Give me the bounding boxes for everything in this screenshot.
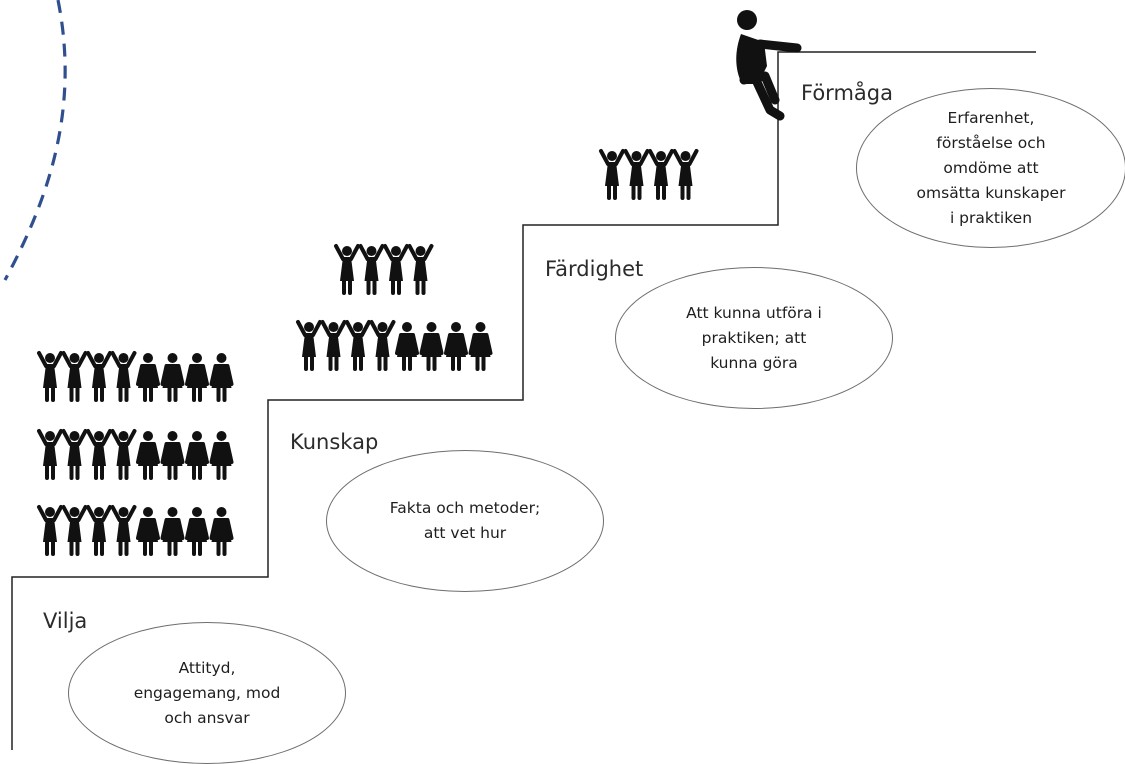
person-standing-icon	[160, 353, 185, 402]
person-raised-arms-icon	[648, 149, 674, 200]
person-raised-arms-icon	[61, 429, 88, 480]
person-standing-icon	[185, 431, 209, 480]
description-text-vilja: Attityd, engagemang, mod och ansvar	[133, 658, 281, 727]
step-title-formaga: Förmåga	[801, 81, 893, 105]
people-crowds	[37, 149, 699, 556]
person-raised-arms-icon	[623, 149, 650, 200]
person-raised-arms-icon	[37, 429, 63, 480]
person-standing-icon	[185, 507, 209, 556]
person-standing-icon	[136, 431, 160, 480]
person-raised-arms-icon	[110, 351, 137, 402]
person-raised-arms-icon	[345, 320, 371, 371]
person-raised-arms-icon	[672, 149, 699, 200]
person-raised-arms-icon	[320, 320, 347, 371]
person-raised-arms-icon	[599, 149, 625, 200]
person-raised-arms-icon	[296, 320, 322, 371]
step-title-fardighet: Färdighet	[545, 257, 644, 281]
description-bubble-vilja: Attityd, engagemang, mod och ansvar	[68, 622, 346, 764]
person-raised-arms-icon	[358, 244, 385, 295]
person-standing-icon	[185, 353, 209, 402]
description-bubble-formaga: Erfarenhet, förståelse och omdöme att om…	[856, 88, 1125, 248]
person-raised-arms-icon	[369, 320, 396, 371]
description-text-fardighet: Att kunna utföra i praktiken; att kunna …	[686, 303, 822, 372]
step-title-vilja: Vilja	[43, 609, 88, 633]
person-raised-arms-icon	[110, 505, 137, 556]
person-standing-icon	[160, 507, 185, 556]
person-raised-arms-icon	[383, 244, 409, 295]
person-standing-icon	[209, 507, 234, 556]
person-raised-arms-icon	[61, 351, 88, 402]
person-standing-icon	[209, 353, 234, 402]
person-standing-icon	[419, 322, 444, 371]
person-raised-arms-icon	[110, 429, 137, 480]
person-raised-arms-icon	[86, 505, 112, 556]
person-raised-arms-icon	[86, 429, 112, 480]
description-text-kunskap: Fakta och metoder; att vet hur	[389, 499, 541, 542]
person-standing-icon	[395, 322, 419, 371]
person-standing-icon	[209, 431, 234, 480]
person-standing-icon	[444, 322, 468, 371]
person-raised-arms-icon	[37, 505, 63, 556]
climbing-person-icon	[736, 10, 802, 121]
dashed-curve	[3, 0, 67, 281]
person-raised-arms-icon	[407, 244, 434, 295]
step-title-kunskap: Kunskap	[290, 430, 379, 454]
description-bubble-kunskap: Fakta och metoder; att vet hur	[326, 450, 604, 592]
person-raised-arms-icon	[37, 351, 63, 402]
person-standing-icon	[160, 431, 185, 480]
person-standing-icon	[136, 507, 160, 556]
description-bubble-fardighet: Att kunna utföra i praktiken; att kunna …	[615, 267, 893, 409]
person-raised-arms-icon	[61, 505, 88, 556]
person-raised-arms-icon	[86, 351, 112, 402]
description-text-formaga: Erfarenhet, förståelse och omdöme att om…	[916, 108, 1066, 227]
person-raised-arms-icon	[334, 244, 360, 295]
person-standing-icon	[136, 353, 160, 402]
person-standing-icon	[468, 322, 493, 371]
